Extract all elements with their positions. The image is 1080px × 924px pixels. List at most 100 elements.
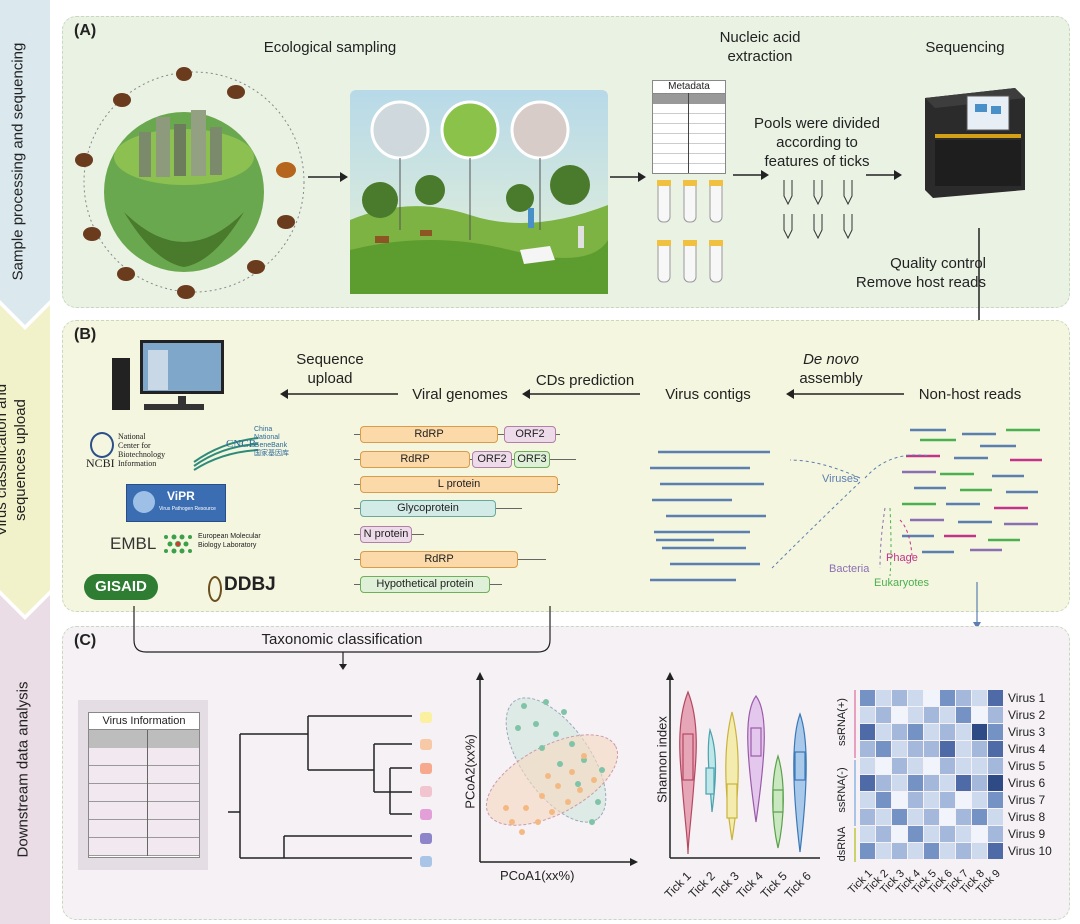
heatmap-cell xyxy=(972,741,987,757)
heatmap-cell xyxy=(892,724,907,740)
heatmap-cell xyxy=(892,758,907,774)
nucleic-acid-line1: Nucleic acid xyxy=(719,29,801,46)
pools-line2: according to xyxy=(776,134,858,151)
assembly-text: assembly xyxy=(799,370,863,387)
heatmap-cell xyxy=(956,792,971,808)
heatmap-cell xyxy=(924,792,939,808)
heatmap-cell xyxy=(972,809,987,825)
heatmap-cell xyxy=(908,741,923,757)
virus-row-8: Virus 8 xyxy=(1008,810,1046,824)
qc-line1: Quality control xyxy=(890,255,986,272)
cncb-logo: CNCB China National GeneBank 国家基因库 xyxy=(192,426,312,474)
heatmap-cell xyxy=(908,690,923,706)
arrow-left-icon xyxy=(522,389,640,399)
heatmap-cell xyxy=(988,826,1003,842)
group-ssrna-neg: ssRNA(-) xyxy=(836,767,848,813)
taxonomic-bracket xyxy=(133,606,551,670)
heatmap-cell xyxy=(940,690,955,706)
violin-tick-2: Tick 2 xyxy=(685,868,718,902)
arrow-right-icon xyxy=(866,170,902,180)
tree-leaf-markers xyxy=(420,712,432,867)
pcoa2-label: PCoA2(xx%) xyxy=(462,734,478,809)
sequencing-title: Sequencing xyxy=(925,39,1005,56)
heatmap-cell xyxy=(940,809,955,825)
arrow-right-icon xyxy=(610,172,646,182)
gene-map: RdRP ORF2 RdRP ORF2 ORF3 L protein Glyco… xyxy=(354,426,576,596)
heatmap-cell xyxy=(908,775,923,791)
sidebar-section-2-line1: Virus classification and xyxy=(0,383,10,537)
arrow-left-icon xyxy=(280,389,398,399)
ncbi-full-1: National xyxy=(118,432,146,441)
ddbj-text: DDBJ xyxy=(224,574,276,595)
virus-row-7: Virus 7 xyxy=(1008,793,1046,807)
heatmap-cell xyxy=(892,690,907,706)
sidebar: Sample processing and sequencing Virus c… xyxy=(0,0,56,924)
violin-tick-1: Tick 1 xyxy=(661,868,694,902)
gene-rdrp-1: RdRP xyxy=(360,426,498,443)
virus-row-1: Virus 1 xyxy=(1008,691,1046,705)
ncbi-logo: NCBI National Center for Biotechnology I… xyxy=(86,432,186,476)
reads-illustration xyxy=(650,428,1042,582)
heatmap-cell xyxy=(876,792,891,808)
violin-tick-3: Tick 3 xyxy=(709,868,742,902)
eukaryotes-label: Eukaryotes xyxy=(874,577,930,589)
heatmap-cell xyxy=(876,707,891,723)
heatmap-cell xyxy=(988,809,1003,825)
heatmap-cell xyxy=(940,724,955,740)
virus-info-table: Virus Information xyxy=(78,700,208,870)
heatmap-cell xyxy=(908,724,923,740)
field-sampling-image xyxy=(350,90,608,294)
arrow-left-icon xyxy=(786,389,904,399)
heatmap-cell xyxy=(956,826,971,842)
heatmap-cell xyxy=(908,707,923,723)
heatmap-group-bars xyxy=(854,690,856,862)
heatmap-cell xyxy=(860,690,875,706)
heatmap-cell xyxy=(876,775,891,791)
heatmap-cell xyxy=(988,792,1003,808)
heatmap-col-labels: Tick 1 Tick 2 Tick 3 Tick 4 Tick 5 Tick … xyxy=(846,866,1016,916)
group-ssrna-pos: ssRNA(+) xyxy=(836,698,848,746)
virus-row-9: Virus 9 xyxy=(1008,827,1046,841)
sidebar-arrow-c xyxy=(0,595,50,924)
sidebar-arrow-b xyxy=(0,305,50,615)
heatmap-cell xyxy=(972,843,987,859)
pools-line3: features of ticks xyxy=(764,153,870,170)
heatmap-row-labels: Virus 1 Virus 2 Virus 3 Virus 4 Virus 5 … xyxy=(1008,690,1068,862)
heatmap-cell xyxy=(876,843,891,859)
heatmap-cell xyxy=(988,758,1003,774)
heatmap-cell xyxy=(876,741,891,757)
de-novo-text: De novo xyxy=(803,351,859,368)
heatmap-cell xyxy=(956,690,971,706)
nucleic-acid-line2: extraction xyxy=(727,48,793,65)
panel-b-label: (B) xyxy=(74,326,97,343)
heatmap-cell xyxy=(876,809,891,825)
panel-b xyxy=(62,320,1070,612)
heatmap-cell xyxy=(972,775,987,791)
virus-row-4: Virus 4 xyxy=(1008,742,1046,756)
gene-n-protein: N protein xyxy=(360,526,412,543)
arrow-right-icon xyxy=(733,170,769,180)
heatmap-cell xyxy=(956,775,971,791)
cncb-1: China xyxy=(254,426,273,433)
gene-hypothetical: Hypothetical protein xyxy=(360,576,490,593)
virus-info-header: Virus Information xyxy=(89,713,199,730)
phage-label: Phage xyxy=(886,552,918,564)
sequence-upload-line1: Sequence xyxy=(296,351,364,368)
heatmap-cell xyxy=(860,758,875,774)
qc-line2: Remove host reads xyxy=(855,274,986,291)
virus-row-2: Virus 2 xyxy=(1008,708,1046,722)
sidebar-arrow-a xyxy=(0,0,50,325)
ddbj-logo: DDBJ xyxy=(208,574,284,602)
ncbi-full-4: Information xyxy=(118,459,157,468)
heatmap-cell xyxy=(988,724,1003,740)
pcoa1-label: PCoA1(xx%) xyxy=(500,868,575,883)
ncbi-text: NCBI xyxy=(86,456,115,470)
sequence-upload-text: Sequence upload xyxy=(280,350,380,388)
embl-2: Biology Laboratory xyxy=(198,542,257,549)
gene-orf3: ORF3 xyxy=(514,451,550,468)
heatmap-cell xyxy=(876,826,891,842)
heatmap-cell xyxy=(860,707,875,723)
heatmap-cell xyxy=(860,792,875,808)
heatmap-cell xyxy=(988,707,1003,723)
virus-row-5: Virus 5 xyxy=(1008,759,1046,773)
